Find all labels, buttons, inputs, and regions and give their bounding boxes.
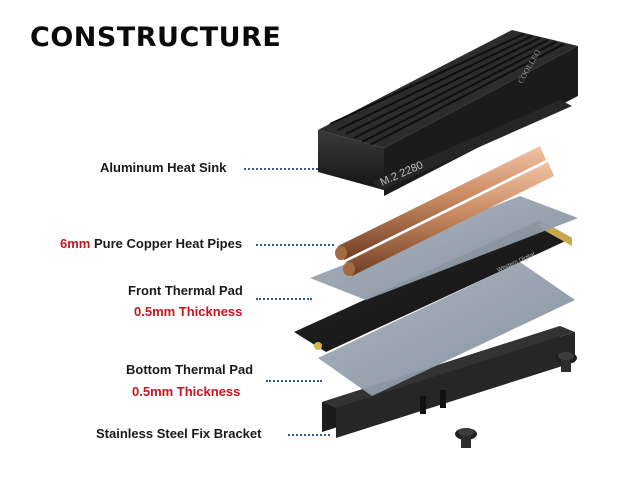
label-heat-pipes: 6mm Pure Copper Heat Pipes xyxy=(60,236,242,251)
label-bracket: Stainless Steel Fix Bracket xyxy=(96,426,262,441)
label-bottom-pad: Bottom Thermal Pad xyxy=(126,362,254,377)
label-front-pad: Front Thermal Pad xyxy=(128,283,243,298)
bottom-pad-thickness: 0.5mm Thickness xyxy=(132,384,241,399)
copper-heat-pipes xyxy=(335,146,554,276)
aluminum-heatsink: M.2 2280 COOLLEO xyxy=(318,30,578,196)
leader-heat-sink xyxy=(244,168,318,170)
screw-right xyxy=(555,352,577,372)
leader-front-pad xyxy=(256,298,312,300)
front-thermal-pad xyxy=(310,196,578,300)
heat-pipes-text: Pure Copper Heat Pipes xyxy=(90,236,243,251)
front-pad-thickness: 0.5mm Thickness xyxy=(134,304,243,319)
screw-left xyxy=(455,428,477,448)
leader-heat-pipes xyxy=(256,244,334,246)
leader-bottom-pad xyxy=(266,380,322,382)
leader-bracket xyxy=(288,434,330,436)
label-heat-sink: Aluminum Heat Sink xyxy=(100,160,227,175)
heat-pipes-size: 6mm xyxy=(60,236,91,251)
bottom-thermal-pad xyxy=(318,262,575,396)
page-title: CONSTRUCTURE xyxy=(30,22,282,53)
